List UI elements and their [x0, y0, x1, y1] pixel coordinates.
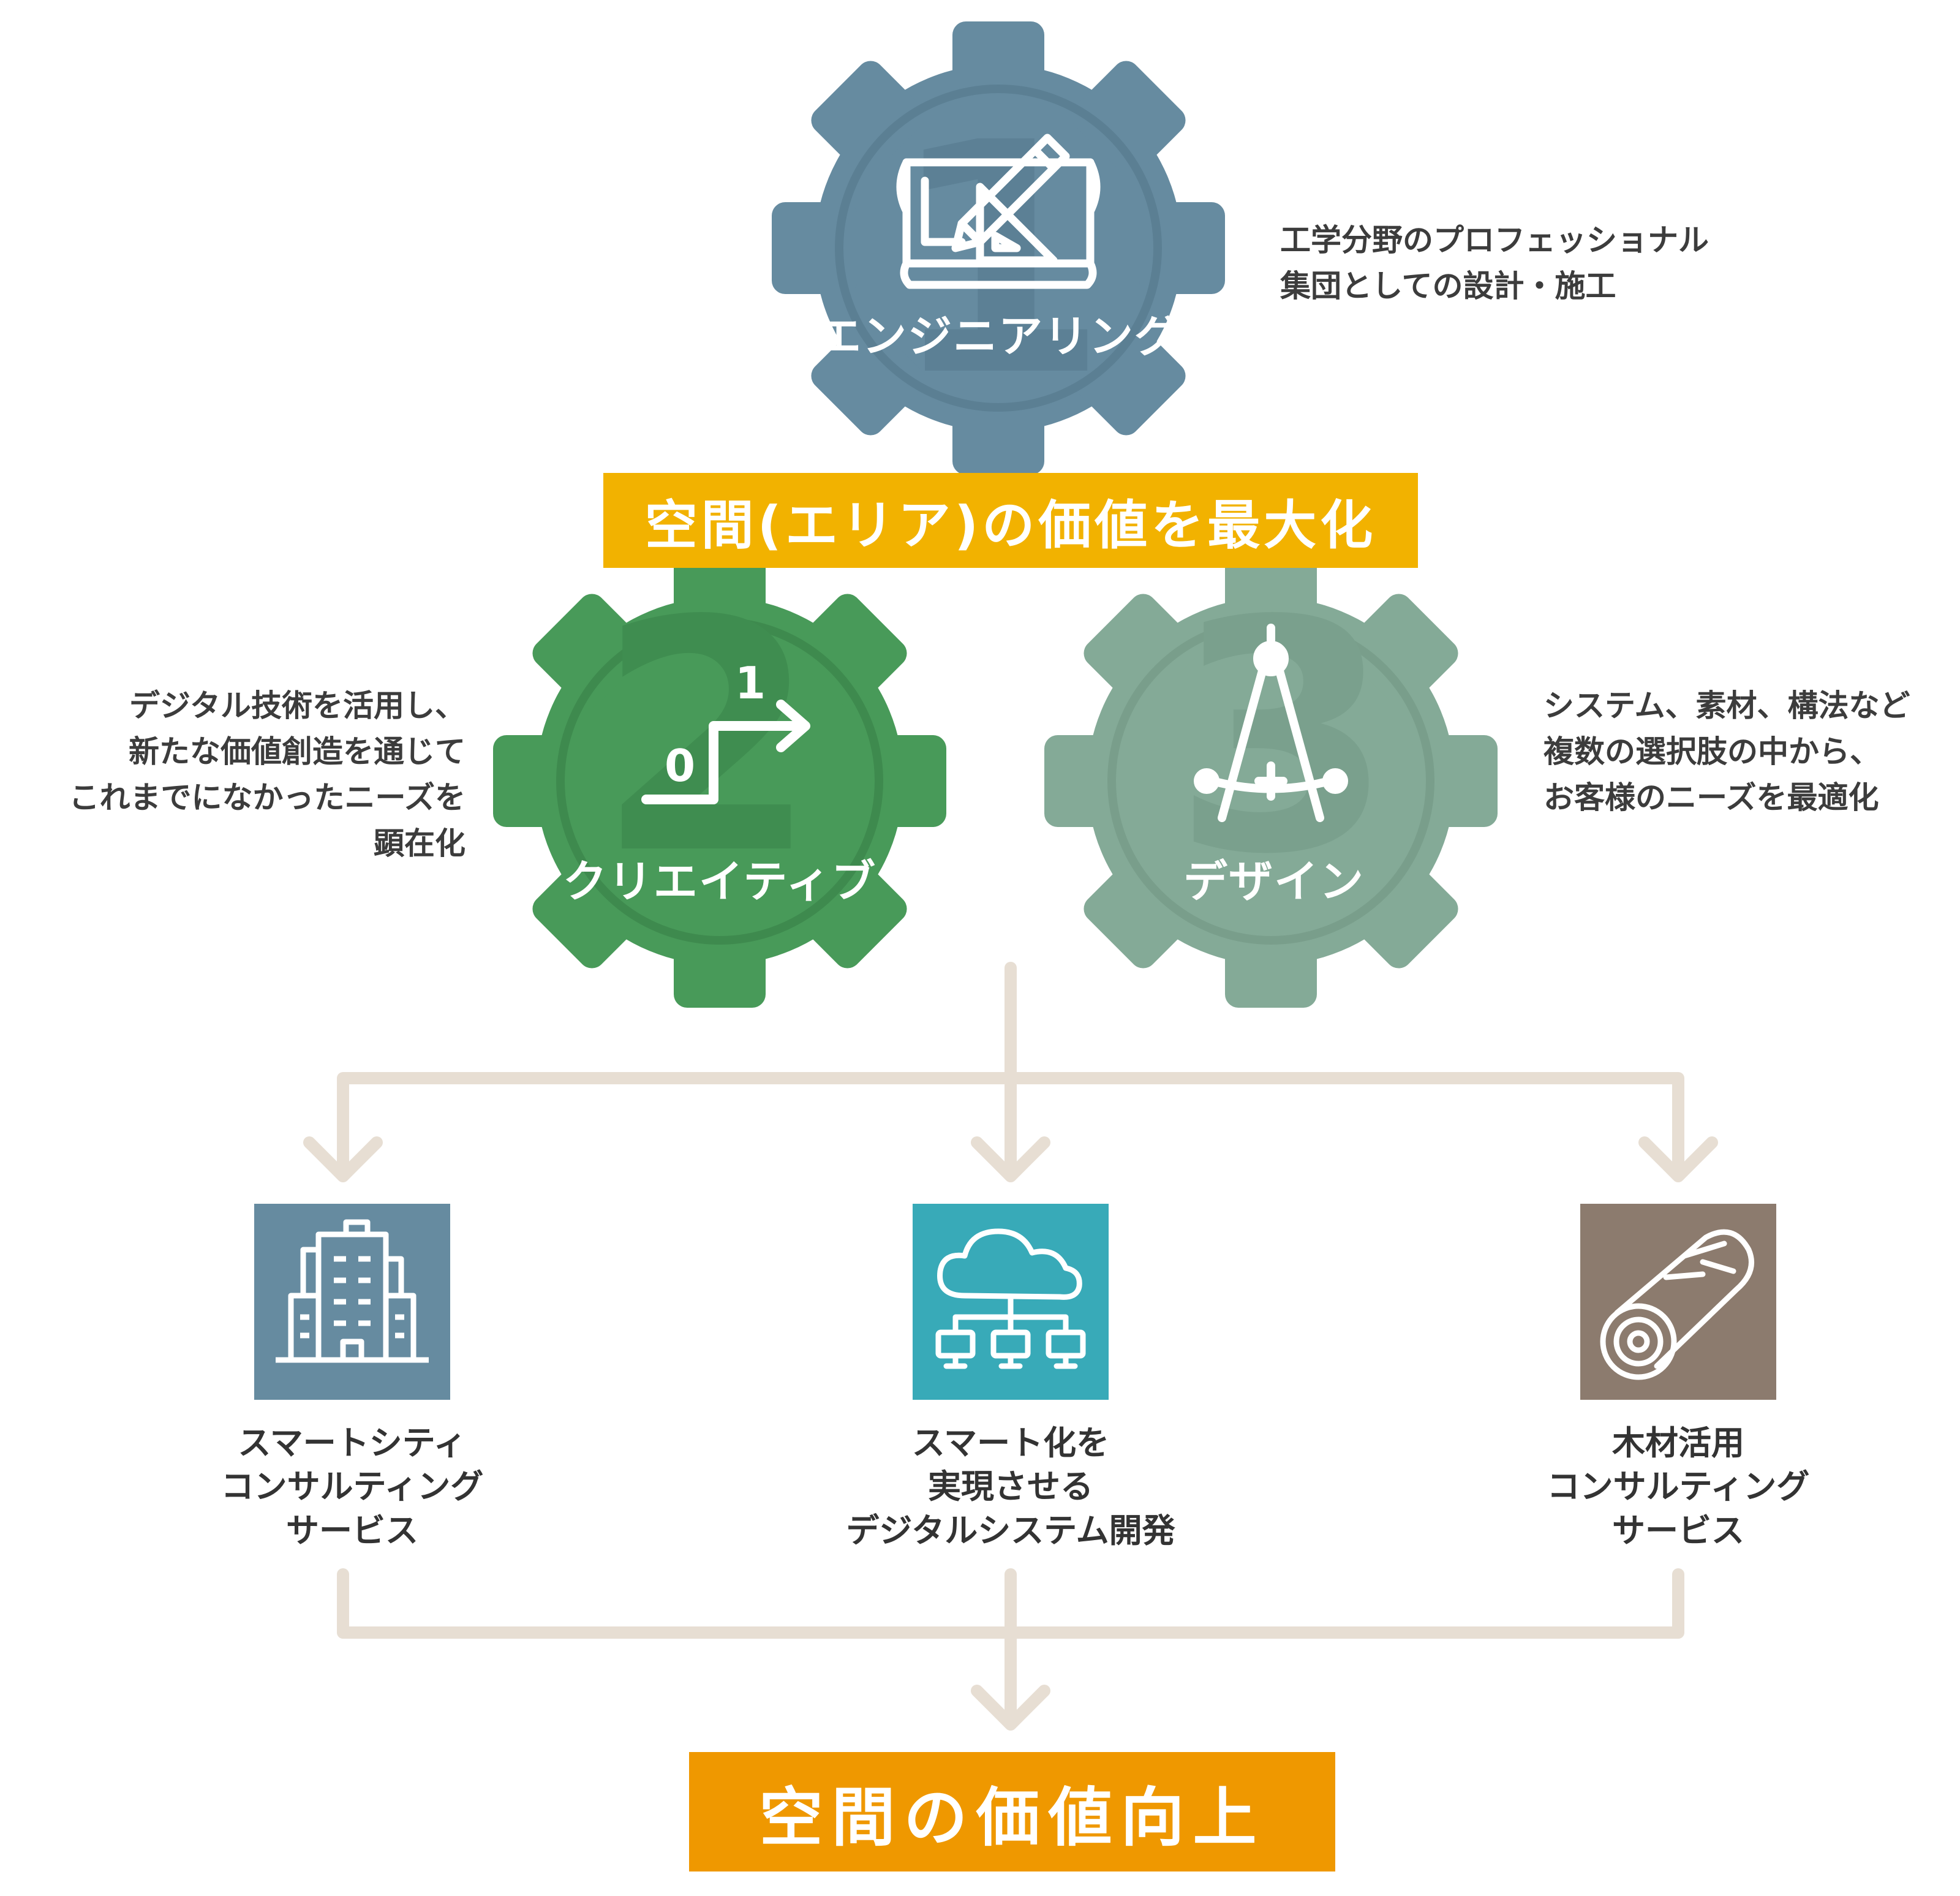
service-line: コンサルティング	[221, 1467, 484, 1506]
log-wood-icon	[1580, 1204, 1776, 1400]
icon-digit-zero: 0	[665, 740, 695, 791]
blueprint-pencil-icon	[896, 134, 1101, 289]
service-line: スマート化を	[911, 1424, 1110, 1462]
service-wood-utilization: 木材活用 コンサルティング サービス	[1488, 1421, 1868, 1552]
desc-engineering: 工学分野のプロフェッショナル 集団としての設計・施工	[1280, 217, 1709, 309]
service-line: コンサルティング	[1547, 1467, 1810, 1506]
connector-lines	[303, 962, 1718, 1731]
desc-line: 工学分野のプロフェッショナル	[1280, 222, 1709, 258]
icon-digit-one: 1	[735, 657, 766, 709]
banner-maximize-value: 空間(エリア)の価値を最大化	[603, 473, 1418, 568]
desc-line: 集団としての設計・施工	[1280, 268, 1616, 304]
service-smart-city: スマートシティ コンサルティング サービス	[159, 1421, 545, 1552]
cloud-network-icon	[913, 1204, 1109, 1400]
desc-line: システム、素材、構法など	[1544, 688, 1910, 723]
compass-icon	[1194, 624, 1348, 822]
step-zero-one-icon	[641, 700, 810, 804]
desc-design: システム、素材、構法など 複数の選択肢の中から、 お客様のニーズを最適化	[1544, 683, 1910, 821]
banner-space-value-up: 空間の価値向上	[689, 1752, 1335, 1871]
service-line: デジタルシステム開発	[846, 1511, 1175, 1550]
gear-creative: 2 1 0	[493, 553, 946, 1008]
service-line: 木材活用	[1612, 1424, 1744, 1462]
service-digital-system: スマート化を 実現させる デジタルシステム開発	[778, 1421, 1243, 1552]
desc-line: お客様のニーズを最適化	[1544, 780, 1879, 815]
service-line: サービス	[286, 1511, 418, 1550]
desc-line: 新たな価値創造を通じて	[129, 734, 466, 769]
arrow-down-2	[971, 1136, 1050, 1182]
gear-label-creative: クリエイティブ	[562, 856, 877, 907]
desc-creative: デジタル技術を活用し、 新たな価値創造を通じて これまでになかったニーズを 顕在…	[12, 683, 466, 867]
gear-label-design: デザイン	[1183, 856, 1365, 907]
arrow-down-3	[1638, 1136, 1718, 1182]
gear-numeral-2: 2	[597, 553, 818, 924]
desc-line: デジタル技術を活用し、	[129, 688, 466, 723]
gear-design: 3	[1044, 553, 1498, 1008]
city-buildings-icon	[254, 1204, 450, 1400]
gear-engineering: 1	[772, 21, 1225, 475]
gear-label-engineering: エンジニアリング	[816, 311, 1180, 362]
service-line: サービス	[1612, 1511, 1744, 1550]
arrow-down-final	[971, 1685, 1050, 1731]
gear-numeral-3: 3	[1172, 553, 1394, 924]
desc-line: 顕在化	[374, 826, 466, 861]
service-line: スマートシティ	[238, 1424, 467, 1462]
arrow-down-1	[303, 1136, 383, 1182]
service-line: 実現させる	[928, 1467, 1093, 1506]
desc-line: これまでになかったニーズを	[69, 780, 466, 815]
desc-line: 複数の選択肢の中から、	[1544, 734, 1880, 769]
